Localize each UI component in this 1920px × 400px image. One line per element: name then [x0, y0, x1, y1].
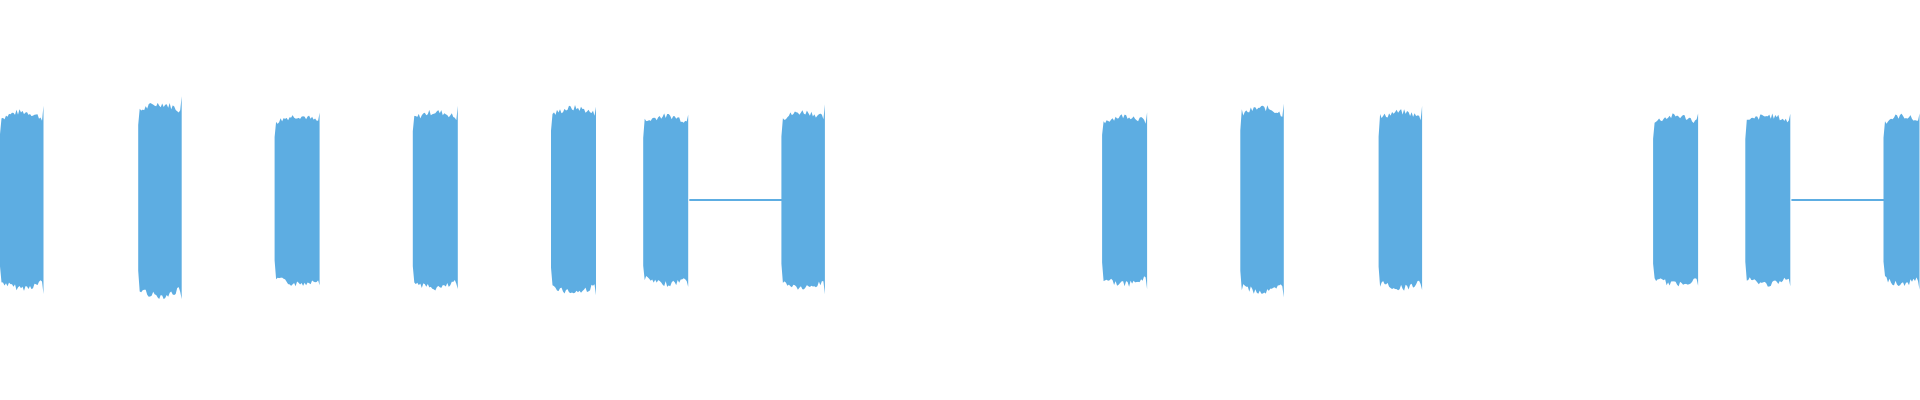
audio-clip-11[interactable]: [1653, 113, 1699, 287]
audio-clip-2[interactable]: [138, 96, 182, 300]
audio-clip-6[interactable]: [643, 113, 689, 287]
silent-segment-1: [689, 199, 782, 201]
audio-clip-5[interactable]: [551, 105, 596, 296]
audio-clip-13[interactable]: [1883, 113, 1920, 290]
audio-clip-4[interactable]: [412, 105, 458, 291]
audio-clip-12[interactable]: [1745, 113, 1791, 287]
audio-clip-8[interactable]: [1102, 112, 1148, 290]
audio-clip-10[interactable]: [1378, 105, 1423, 291]
audio-clip-1[interactable]: [0, 105, 44, 294]
audio-clip-9[interactable]: [1240, 103, 1284, 298]
audio-clip-3[interactable]: [274, 112, 320, 287]
silent-segment-2: [1791, 199, 1884, 201]
audio-clip-7[interactable]: [781, 104, 825, 295]
